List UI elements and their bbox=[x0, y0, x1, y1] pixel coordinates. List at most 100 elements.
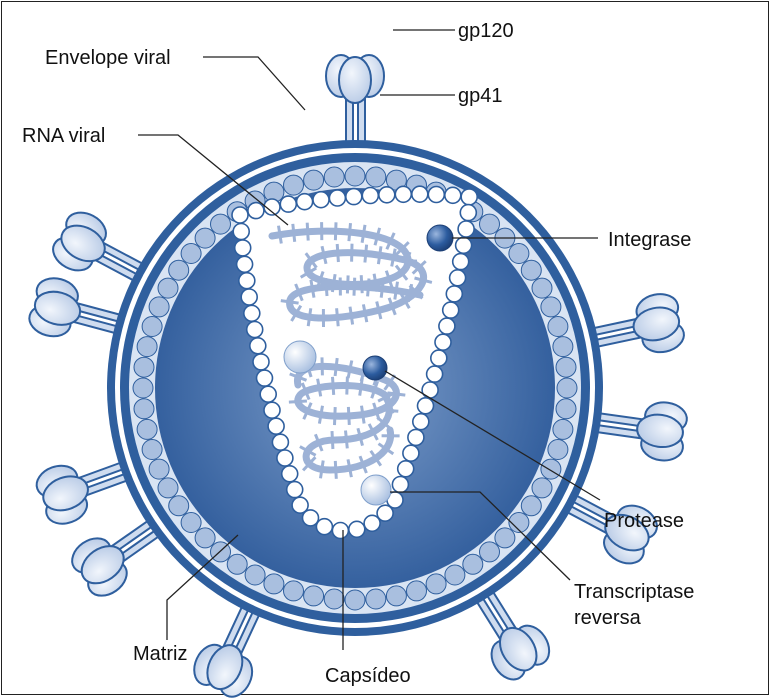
capsid-bead bbox=[431, 350, 447, 366]
rna-tick bbox=[354, 278, 355, 296]
capsid-bead bbox=[257, 370, 273, 386]
rna-tick bbox=[337, 244, 338, 262]
matrix-bead bbox=[366, 589, 386, 609]
matrix-bead bbox=[480, 214, 500, 234]
label-gp120: gp120 bbox=[458, 20, 514, 42]
matrix-bead bbox=[169, 496, 189, 516]
capsid-bead bbox=[244, 305, 260, 321]
capsid-bead bbox=[435, 334, 451, 350]
rna-tick bbox=[347, 377, 348, 395]
matrix-bead bbox=[541, 297, 561, 317]
matrix-bead bbox=[541, 459, 561, 479]
spike-0 bbox=[326, 55, 384, 150]
capsid-bead bbox=[443, 302, 459, 318]
rna-tick bbox=[347, 275, 348, 293]
rna-tick bbox=[365, 245, 367, 263]
capsid-bead bbox=[277, 450, 293, 466]
capsid-bead bbox=[313, 192, 329, 208]
matrix-bead bbox=[304, 170, 324, 190]
capsid-bead bbox=[292, 497, 308, 513]
capsid-bead bbox=[260, 386, 276, 402]
label-rna-viral: RNA viral bbox=[22, 125, 105, 147]
capsid-bead bbox=[287, 482, 303, 498]
capsid-bead bbox=[379, 187, 395, 203]
matrix-bead bbox=[133, 378, 153, 398]
capsid-bead bbox=[332, 523, 348, 539]
matrix-bead bbox=[557, 378, 577, 398]
matrix-bead bbox=[304, 586, 324, 606]
capsid-bead bbox=[253, 354, 269, 370]
capsid-bead bbox=[439, 318, 455, 334]
matrix-bead bbox=[532, 278, 552, 298]
rna-tick bbox=[346, 431, 348, 449]
rna-tick bbox=[289, 401, 307, 402]
label-integrase: Integrase bbox=[608, 229, 691, 251]
capsid-bead bbox=[241, 289, 257, 305]
capsid-bead bbox=[450, 270, 466, 286]
matrix-bead bbox=[195, 228, 215, 248]
label-capsideo: Capsídeo bbox=[325, 665, 411, 687]
rna-tick bbox=[333, 377, 334, 395]
matrix-bead bbox=[407, 581, 427, 601]
matrix-bead bbox=[480, 542, 500, 562]
matrix-bead bbox=[181, 244, 201, 264]
capsid-bead bbox=[413, 414, 429, 430]
matrix-bead bbox=[426, 574, 446, 594]
capsid-bead bbox=[460, 205, 476, 221]
capsid-bead bbox=[250, 338, 266, 354]
matrix-bead bbox=[149, 297, 169, 317]
label-reversa: reversa bbox=[574, 607, 642, 629]
rna-tick bbox=[380, 410, 398, 412]
matrix-bead bbox=[548, 440, 568, 460]
matrix-bead bbox=[211, 214, 231, 234]
integrase-enzyme bbox=[427, 225, 453, 251]
leader-envelope bbox=[203, 57, 305, 110]
matrix-bead bbox=[195, 528, 215, 548]
label-gp41: gp41 bbox=[458, 85, 503, 107]
capsid-bead bbox=[297, 194, 313, 210]
capsid-bead bbox=[461, 189, 477, 205]
matrix-bead bbox=[521, 260, 541, 280]
matrix-bead bbox=[137, 419, 157, 439]
matrix-bead bbox=[142, 317, 162, 337]
rna-tick bbox=[337, 308, 339, 326]
capsid-bead bbox=[248, 203, 264, 219]
capsid-bead bbox=[364, 515, 380, 531]
capsid-bead bbox=[412, 186, 428, 202]
capsid-bead bbox=[264, 402, 280, 418]
matrix-bead bbox=[556, 399, 576, 419]
matrix-bead bbox=[169, 260, 189, 280]
capsid-bead bbox=[316, 519, 332, 535]
matrix-bead bbox=[553, 419, 573, 439]
matrix-bead bbox=[324, 167, 344, 187]
matrix-bead bbox=[553, 337, 573, 357]
reverse-transcriptase-enzyme bbox=[361, 475, 391, 505]
capsid-bead bbox=[458, 221, 474, 237]
matrix-bead bbox=[142, 440, 162, 460]
label-envelope-viral: Envelope viral bbox=[45, 47, 171, 69]
capsid-bead bbox=[418, 398, 434, 414]
capsid-bead bbox=[280, 196, 296, 212]
matrix-bead bbox=[245, 565, 265, 585]
rna-tick bbox=[368, 279, 369, 297]
capsid-bead bbox=[408, 429, 424, 445]
rna-tick bbox=[335, 461, 336, 479]
matrix-bead bbox=[149, 459, 169, 479]
capsid-bead bbox=[232, 207, 248, 223]
matrix-bead bbox=[324, 589, 344, 609]
light-enzyme bbox=[284, 341, 316, 373]
capsid-bead bbox=[349, 521, 365, 537]
capsid-bead bbox=[446, 286, 462, 302]
rna-tick bbox=[335, 358, 337, 376]
matrix-bead bbox=[532, 478, 552, 498]
matrix-bead bbox=[158, 478, 178, 498]
matrix-bead bbox=[366, 167, 386, 187]
capsid-bead bbox=[398, 461, 414, 477]
matrix-bead bbox=[445, 565, 465, 585]
rna-tick bbox=[293, 224, 295, 242]
capsid-bead bbox=[428, 187, 444, 203]
matrix-bead bbox=[345, 590, 365, 610]
capsid-bead bbox=[235, 240, 251, 256]
capsid-bead bbox=[239, 273, 255, 289]
